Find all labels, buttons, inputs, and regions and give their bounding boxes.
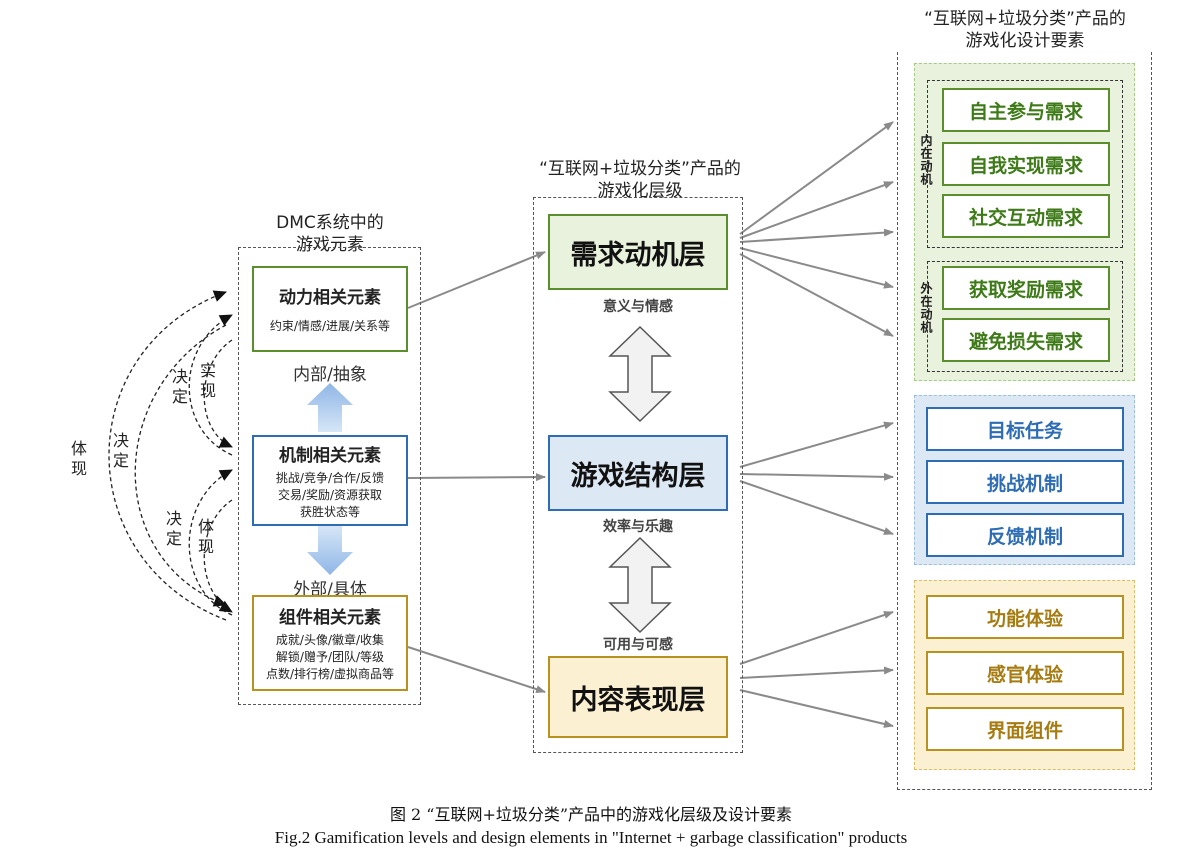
curve-outer-up bbox=[108, 290, 227, 621]
double-arrow-lower bbox=[608, 536, 672, 634]
arrow-content-2 bbox=[739, 666, 894, 679]
mechanics-title: 机制相关元素 bbox=[279, 445, 381, 466]
label-realize-upper: 实现 bbox=[197, 362, 216, 402]
curve-outer-down bbox=[134, 324, 227, 607]
left-panel-title: DMC系统中的 游戏元素 bbox=[230, 212, 430, 256]
mechanics-desc-2: 交易/奖励/资源获取 bbox=[277, 487, 383, 502]
demand-motivation-layer: 需求动机层 bbox=[548, 214, 728, 290]
figure-caption-cn: 图 2 “互联网+垃圾分类”产品中的游戏化层级及设计要素 bbox=[389, 805, 793, 824]
right-title-line1: “互联网+垃圾分类”产品的 bbox=[924, 9, 1126, 29]
components-title: 组件相关元素 bbox=[279, 608, 381, 628]
arrow-structure-2 bbox=[739, 472, 894, 481]
arrow-content-3 bbox=[739, 689, 894, 728]
gold-item-1: 功能体验 bbox=[926, 595, 1124, 639]
arrow-demand-1 bbox=[739, 121, 894, 235]
arrow-content-1 bbox=[739, 611, 894, 665]
arrow-structure-1 bbox=[739, 421, 894, 468]
arrow-structure-3 bbox=[739, 480, 894, 535]
content-presentation-layer: 内容表现层 bbox=[548, 656, 728, 738]
components-desc-3: 点数/排行榜/虚拟商品等 bbox=[265, 667, 395, 681]
middle-panel-title: “互联网+垃圾分类”产品的 游戏化层级 bbox=[500, 158, 780, 202]
middle-panel-border bbox=[533, 197, 743, 753]
label-meaning-emotion: 意义与情感 bbox=[603, 299, 673, 315]
intrinsic-subgroup bbox=[927, 80, 1123, 248]
curve-upper-down bbox=[203, 339, 233, 448]
middle-title-line1: “互联网+垃圾分类”产品的 bbox=[539, 159, 741, 179]
dynamics-title: 动力相关元素 bbox=[279, 288, 381, 308]
mechanics-box: 机制相关元素 挑战/竞争/合作/反馈 交易/奖励/资源获取 获胜状态等 bbox=[252, 435, 408, 526]
left-title-line1: DMC系统中的 bbox=[276, 213, 384, 233]
arrow-demand-4 bbox=[739, 247, 894, 289]
blue-item-2: 挑战机制 bbox=[926, 460, 1124, 504]
arrow-components-to-content bbox=[407, 646, 546, 693]
components-desc-1: 成就/头像/徽章/收集 bbox=[275, 633, 385, 647]
extrinsic-subgroup bbox=[927, 261, 1123, 372]
green-item-5: 避免损失需求 bbox=[942, 318, 1110, 362]
right-panel-title: “互联网+垃圾分类”产品的 游戏化设计要素 bbox=[880, 8, 1170, 52]
blue-item-2-label: 挑战机制 bbox=[986, 472, 1063, 495]
dynamics-desc: 约束/情感/进展/关系等 bbox=[269, 319, 391, 333]
green-item-3: 社交互动需求 bbox=[942, 194, 1110, 238]
label-usable-perceivable: 可用与可感 bbox=[603, 637, 673, 653]
figure-caption-en: Fig.2 Gamification levels and design ele… bbox=[274, 828, 908, 847]
left-title-line2: 游戏元素 bbox=[296, 235, 364, 255]
gold-item-3-label: 界面组件 bbox=[986, 719, 1063, 742]
extrinsic-motivation-label: 外在动机 bbox=[919, 282, 933, 334]
curve-lower-up bbox=[188, 469, 233, 616]
blue-item-1-label: 目标任务 bbox=[986, 419, 1063, 442]
green-item-4-label: 获取奖励需求 bbox=[968, 278, 1083, 301]
blue-item-3: 反馈机制 bbox=[926, 513, 1124, 557]
green-item-2-label: 自我实现需求 bbox=[968, 154, 1083, 177]
label-decide-upper: 决定 bbox=[169, 368, 188, 408]
label-efficiency-fun: 效率与乐趣 bbox=[603, 519, 673, 535]
blue-item-3-label: 反馈机制 bbox=[986, 525, 1063, 548]
blue-down-arrow bbox=[307, 526, 353, 575]
layer3-title: 内容表现层 bbox=[570, 684, 706, 716]
blue-item-1: 目标任务 bbox=[926, 407, 1124, 451]
left-panel-border bbox=[238, 247, 421, 705]
layer1-title: 需求动机层 bbox=[570, 239, 706, 271]
green-item-5-label: 避免损失需求 bbox=[968, 330, 1083, 353]
layer2-title: 游戏结构层 bbox=[570, 460, 706, 492]
double-arrow-upper bbox=[608, 325, 672, 423]
green-item-2: 自我实现需求 bbox=[942, 142, 1110, 186]
gold-item-2: 感官体验 bbox=[926, 651, 1124, 695]
label-embody-lower: 体现 bbox=[195, 518, 214, 558]
curve-lower-down bbox=[203, 499, 233, 613]
curve-upper-up bbox=[188, 314, 233, 456]
dynamics-box: 动力相关元素 约束/情感/进展/关系等 bbox=[252, 266, 408, 352]
arrow-demand-3 bbox=[739, 228, 894, 243]
green-item-1: 自主参与需求 bbox=[942, 88, 1110, 132]
label-embody-outer: 体现 bbox=[68, 440, 87, 480]
components-desc-2: 解锁/赠予/团队/等级 bbox=[275, 650, 385, 664]
green-item-1-label: 自主参与需求 bbox=[968, 100, 1083, 123]
arrow-dynamics-to-demand bbox=[407, 251, 546, 309]
label-decide-lower: 决定 bbox=[163, 510, 182, 550]
arrow-demand-5 bbox=[739, 253, 894, 337]
components-box: 组件相关元素 成就/头像/徽章/收集 解锁/赠予/团队/等级 点数/排行榜/虚拟… bbox=[252, 595, 408, 691]
arrow-demand-2 bbox=[739, 181, 894, 239]
mechanics-desc-1: 挑战/竞争/合作/反馈 bbox=[275, 470, 385, 485]
game-structure-layer: 游戏结构层 bbox=[548, 435, 728, 511]
arrow-mechanics-to-structure bbox=[407, 473, 546, 482]
label-decide-outer: 决定 bbox=[110, 432, 129, 472]
blue-up-arrow bbox=[307, 383, 353, 432]
gold-item-3: 界面组件 bbox=[926, 707, 1124, 751]
label-internal-abstract: 内部/抽象 bbox=[293, 365, 367, 385]
green-item-4: 获取奖励需求 bbox=[942, 266, 1110, 310]
intrinsic-motivation-label: 内在动机 bbox=[919, 134, 933, 186]
gold-item-2-label: 感官体验 bbox=[986, 663, 1063, 686]
middle-title-line2: 游戏化层级 bbox=[597, 181, 683, 201]
mechanics-desc-3: 获胜状态等 bbox=[299, 504, 360, 519]
gold-item-1-label: 功能体验 bbox=[986, 607, 1063, 630]
green-item-3-label: 社交互动需求 bbox=[968, 206, 1083, 229]
right-title-line2: 游戏化设计要素 bbox=[965, 31, 1085, 51]
